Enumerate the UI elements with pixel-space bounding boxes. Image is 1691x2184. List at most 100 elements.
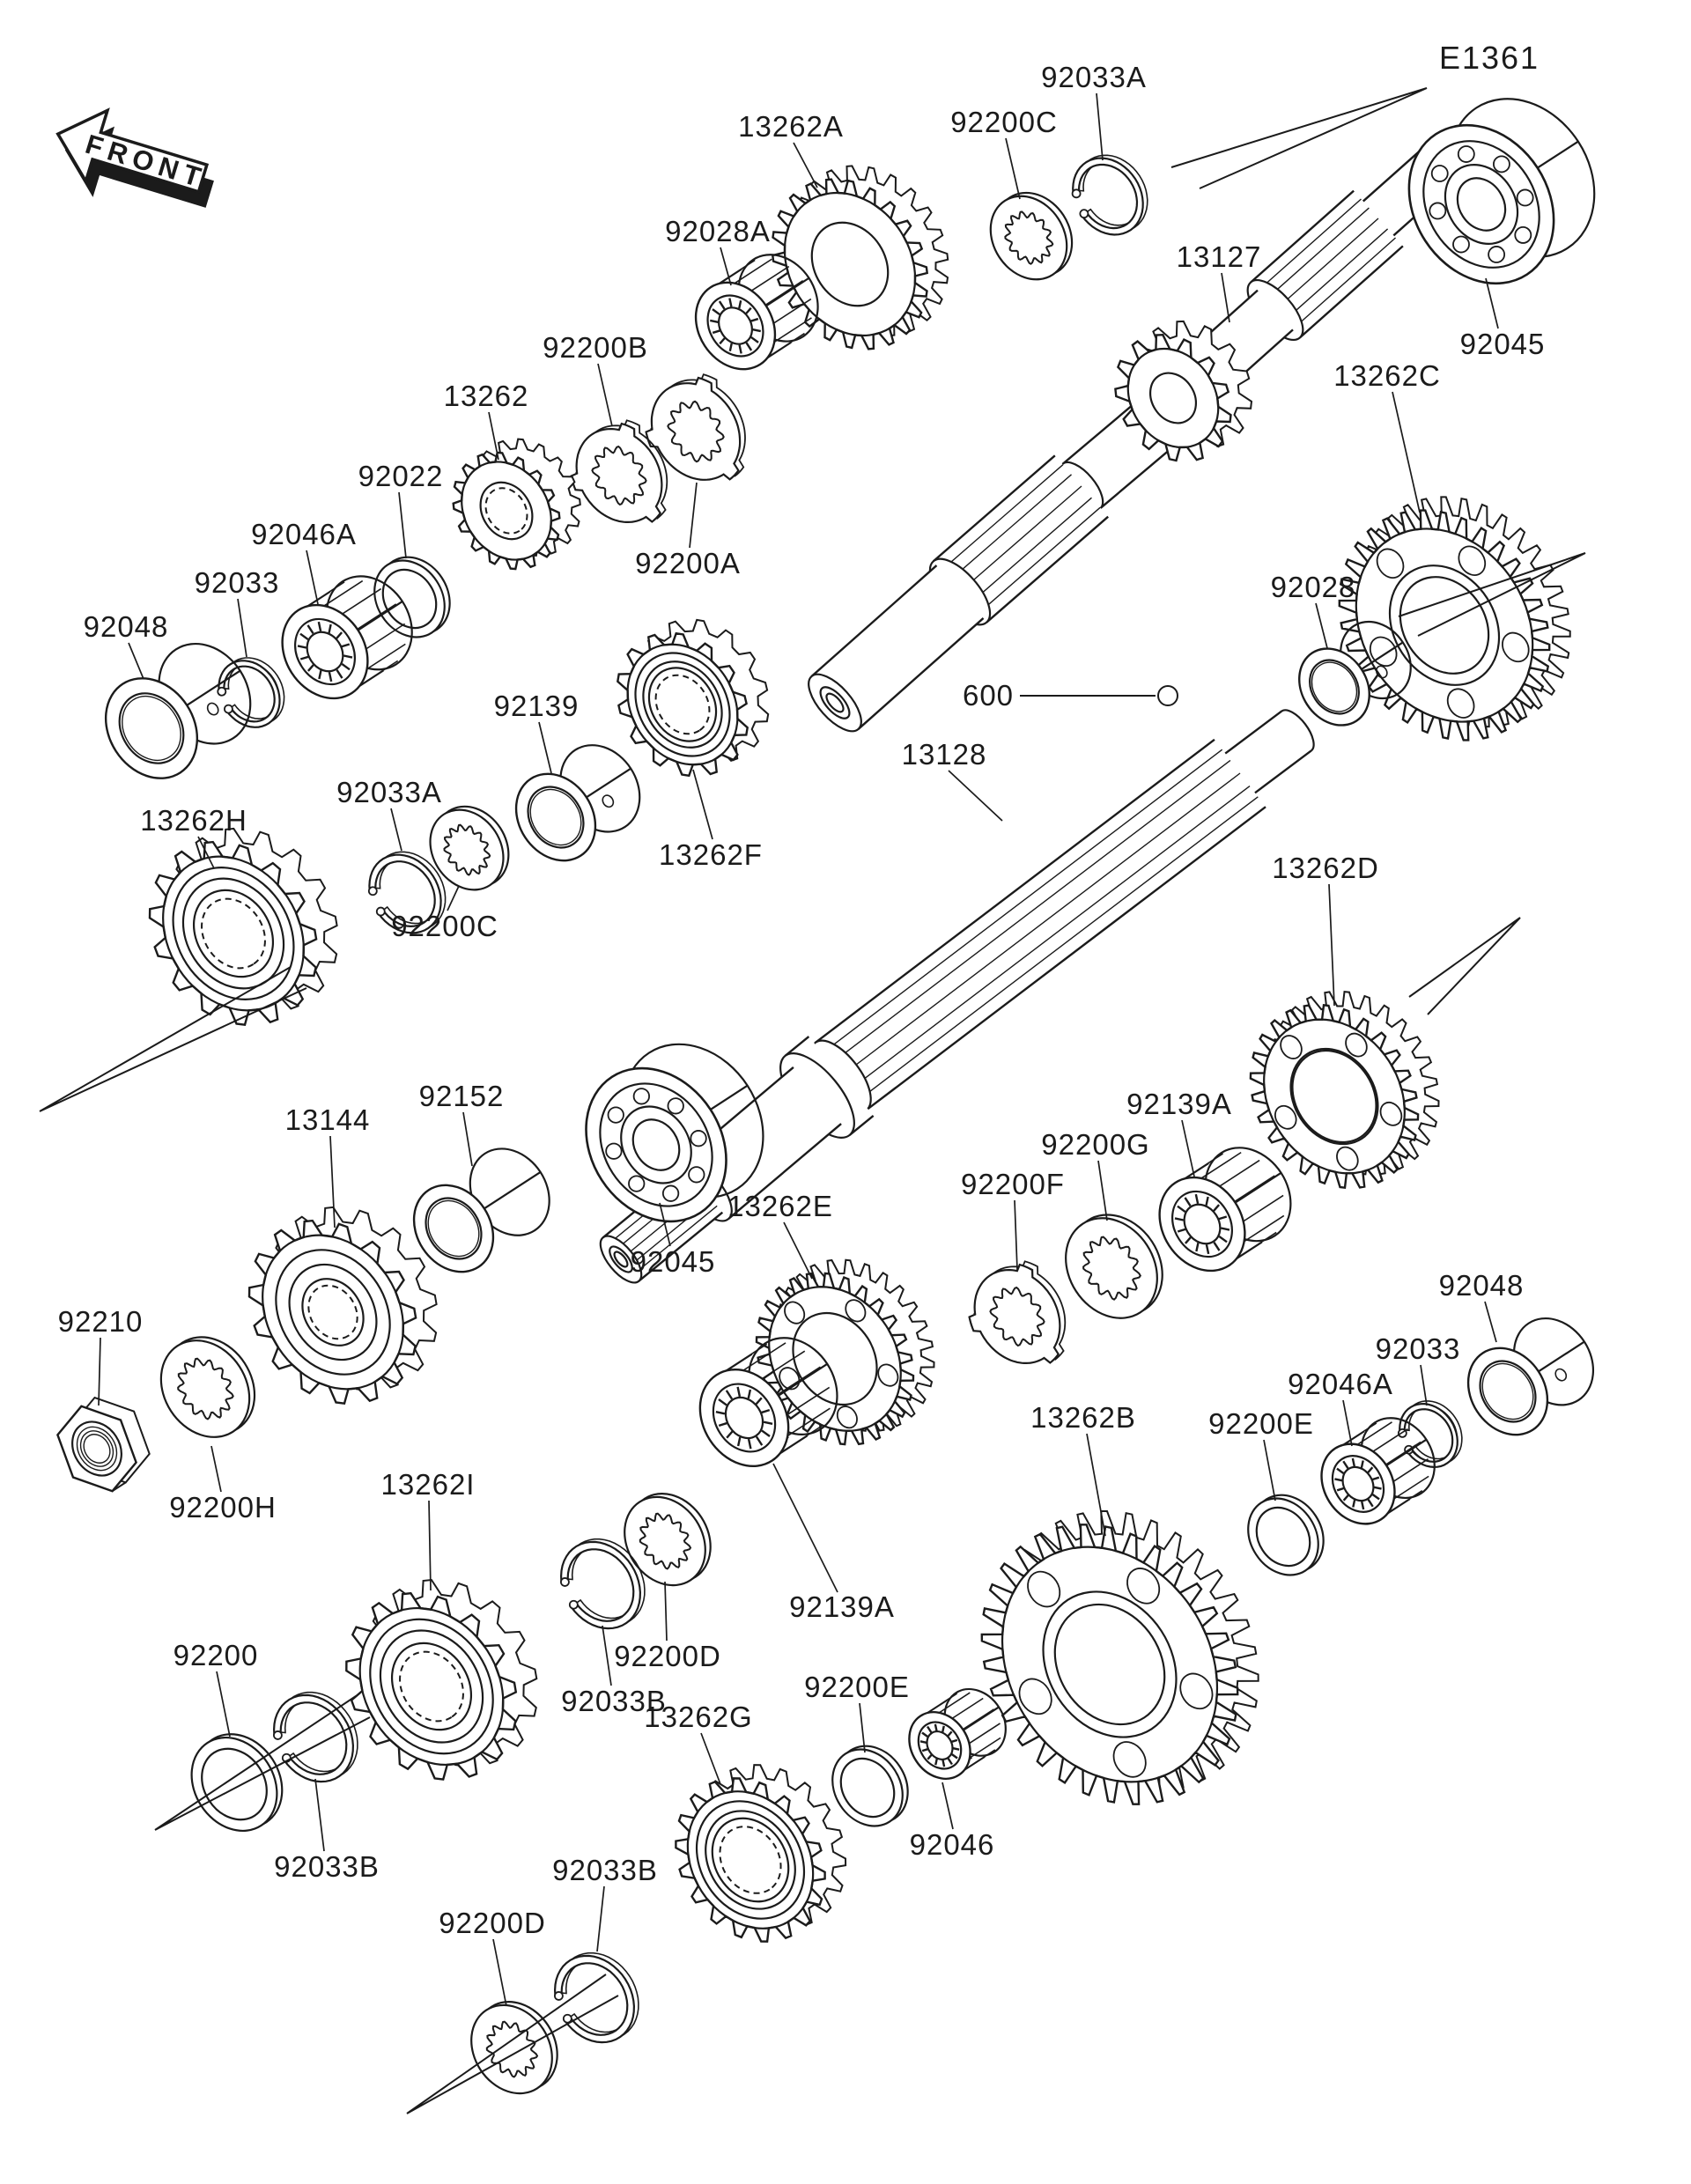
leader-line [859,1702,866,1753]
roller [736,1436,742,1447]
roller [1177,1228,1186,1233]
roller [1213,1204,1221,1212]
diagram-shape [586,767,631,799]
bearing-ball [607,1106,624,1124]
roller [1351,1457,1355,1467]
roller [318,670,322,680]
gear-face [262,1234,404,1391]
part-label: 92200D [439,1907,546,1939]
spoke-window [1345,1032,1368,1058]
part-92200D-a [624,1492,712,1587]
cage-bar [772,298,812,325]
lock-washer-teeth [591,445,647,506]
part-92139A-b [698,1337,838,1468]
diagram-shape [1385,1438,1428,1467]
cage-bar [1385,1441,1421,1466]
part-label: 92033A [1041,61,1147,93]
part-92033-a [217,657,285,728]
diagram-shape [810,564,938,677]
roller [1205,1196,1209,1206]
roller [1334,1478,1342,1482]
part-92139A-a [1158,1147,1292,1273]
bearing-ball [1516,188,1534,207]
diagram-shape [1254,749,1312,794]
spoke-window [1446,688,1475,719]
splined-bore [484,487,528,535]
part-92046 [908,1687,1007,1781]
roller [1177,1205,1186,1214]
part-92048-b [1466,1317,1595,1436]
circlip-ring [1399,1402,1458,1469]
roller [738,344,742,354]
spline-line [632,1205,718,1275]
part-92046A-b [1320,1417,1436,1525]
cage-bar [1242,1194,1284,1222]
diagram-shape [172,867,295,1000]
part-label: 92210 [58,1305,144,1338]
bushing-bore [1309,659,1360,715]
part-13262I [345,1578,538,1781]
leader-line [1342,1399,1353,1447]
part-label: 92033B [552,1854,658,1886]
axis-arrow [154,1695,371,1831]
cage-bar [1392,1457,1429,1483]
splined-bore [719,1826,782,1894]
axis-arrow [1398,552,1586,637]
leader-line [1420,1364,1428,1406]
circlip-ear [1079,209,1089,219]
splined-bore [307,1284,358,1340]
bushing-bore [527,786,585,849]
spline-line [1265,207,1370,300]
diagram-shape [638,1211,724,1282]
oil-hole [602,794,615,808]
roller [718,1398,727,1406]
needle-bore [1183,1203,1222,1245]
roller [941,1725,945,1733]
roller [1367,1499,1374,1508]
roller [750,336,759,343]
bushing-bore [1479,1360,1537,1423]
cage-bar [357,603,397,631]
diagram-shape [122,696,181,761]
cage-bar [1386,1489,1423,1515]
bearing-ball [632,1088,650,1105]
part-label: 600 [963,679,1014,712]
spline-line [1258,198,1362,291]
diagram-shape [765,277,810,307]
roller [712,308,720,316]
leader-line [390,808,402,852]
leader-line [1328,883,1335,1007]
gear-bore [1053,1603,1166,1726]
cage-bar [1243,1214,1285,1243]
part-label: 13127 [1177,240,1262,273]
roller [738,300,742,309]
diagram-shape [71,1420,122,1477]
spline-line [823,749,1223,1053]
leader-line [1014,1199,1018,1271]
roller [752,328,762,333]
diagram-shape [369,1618,494,1755]
cage-bar [962,1708,994,1730]
part-13262E [755,1258,935,1446]
part-92200G [1065,1214,1163,1319]
leader-line [700,1732,721,1785]
roller [718,300,726,310]
part-label: 92139A [1126,1088,1232,1120]
lock-washer-teeth [667,400,725,463]
shaft-cap [825,692,845,713]
diagram-shape [986,515,1109,623]
roller [761,1409,771,1414]
splined-washer-teeth [485,2020,539,2078]
gear-face [1263,1018,1406,1175]
diagram-code: E1361 [1439,40,1540,76]
bearing-bore [631,1118,681,1171]
part-13262G [675,1764,847,1943]
diagram-shape [784,1036,810,1057]
spline-line [941,464,1064,572]
part-label: 92200 [174,1639,259,1671]
diagram-shape [379,1629,484,1744]
diagram-shape [275,1249,391,1376]
leader-line [597,363,613,427]
part-label: 92200H [169,1491,277,1524]
leader-line [1484,1301,1497,1343]
